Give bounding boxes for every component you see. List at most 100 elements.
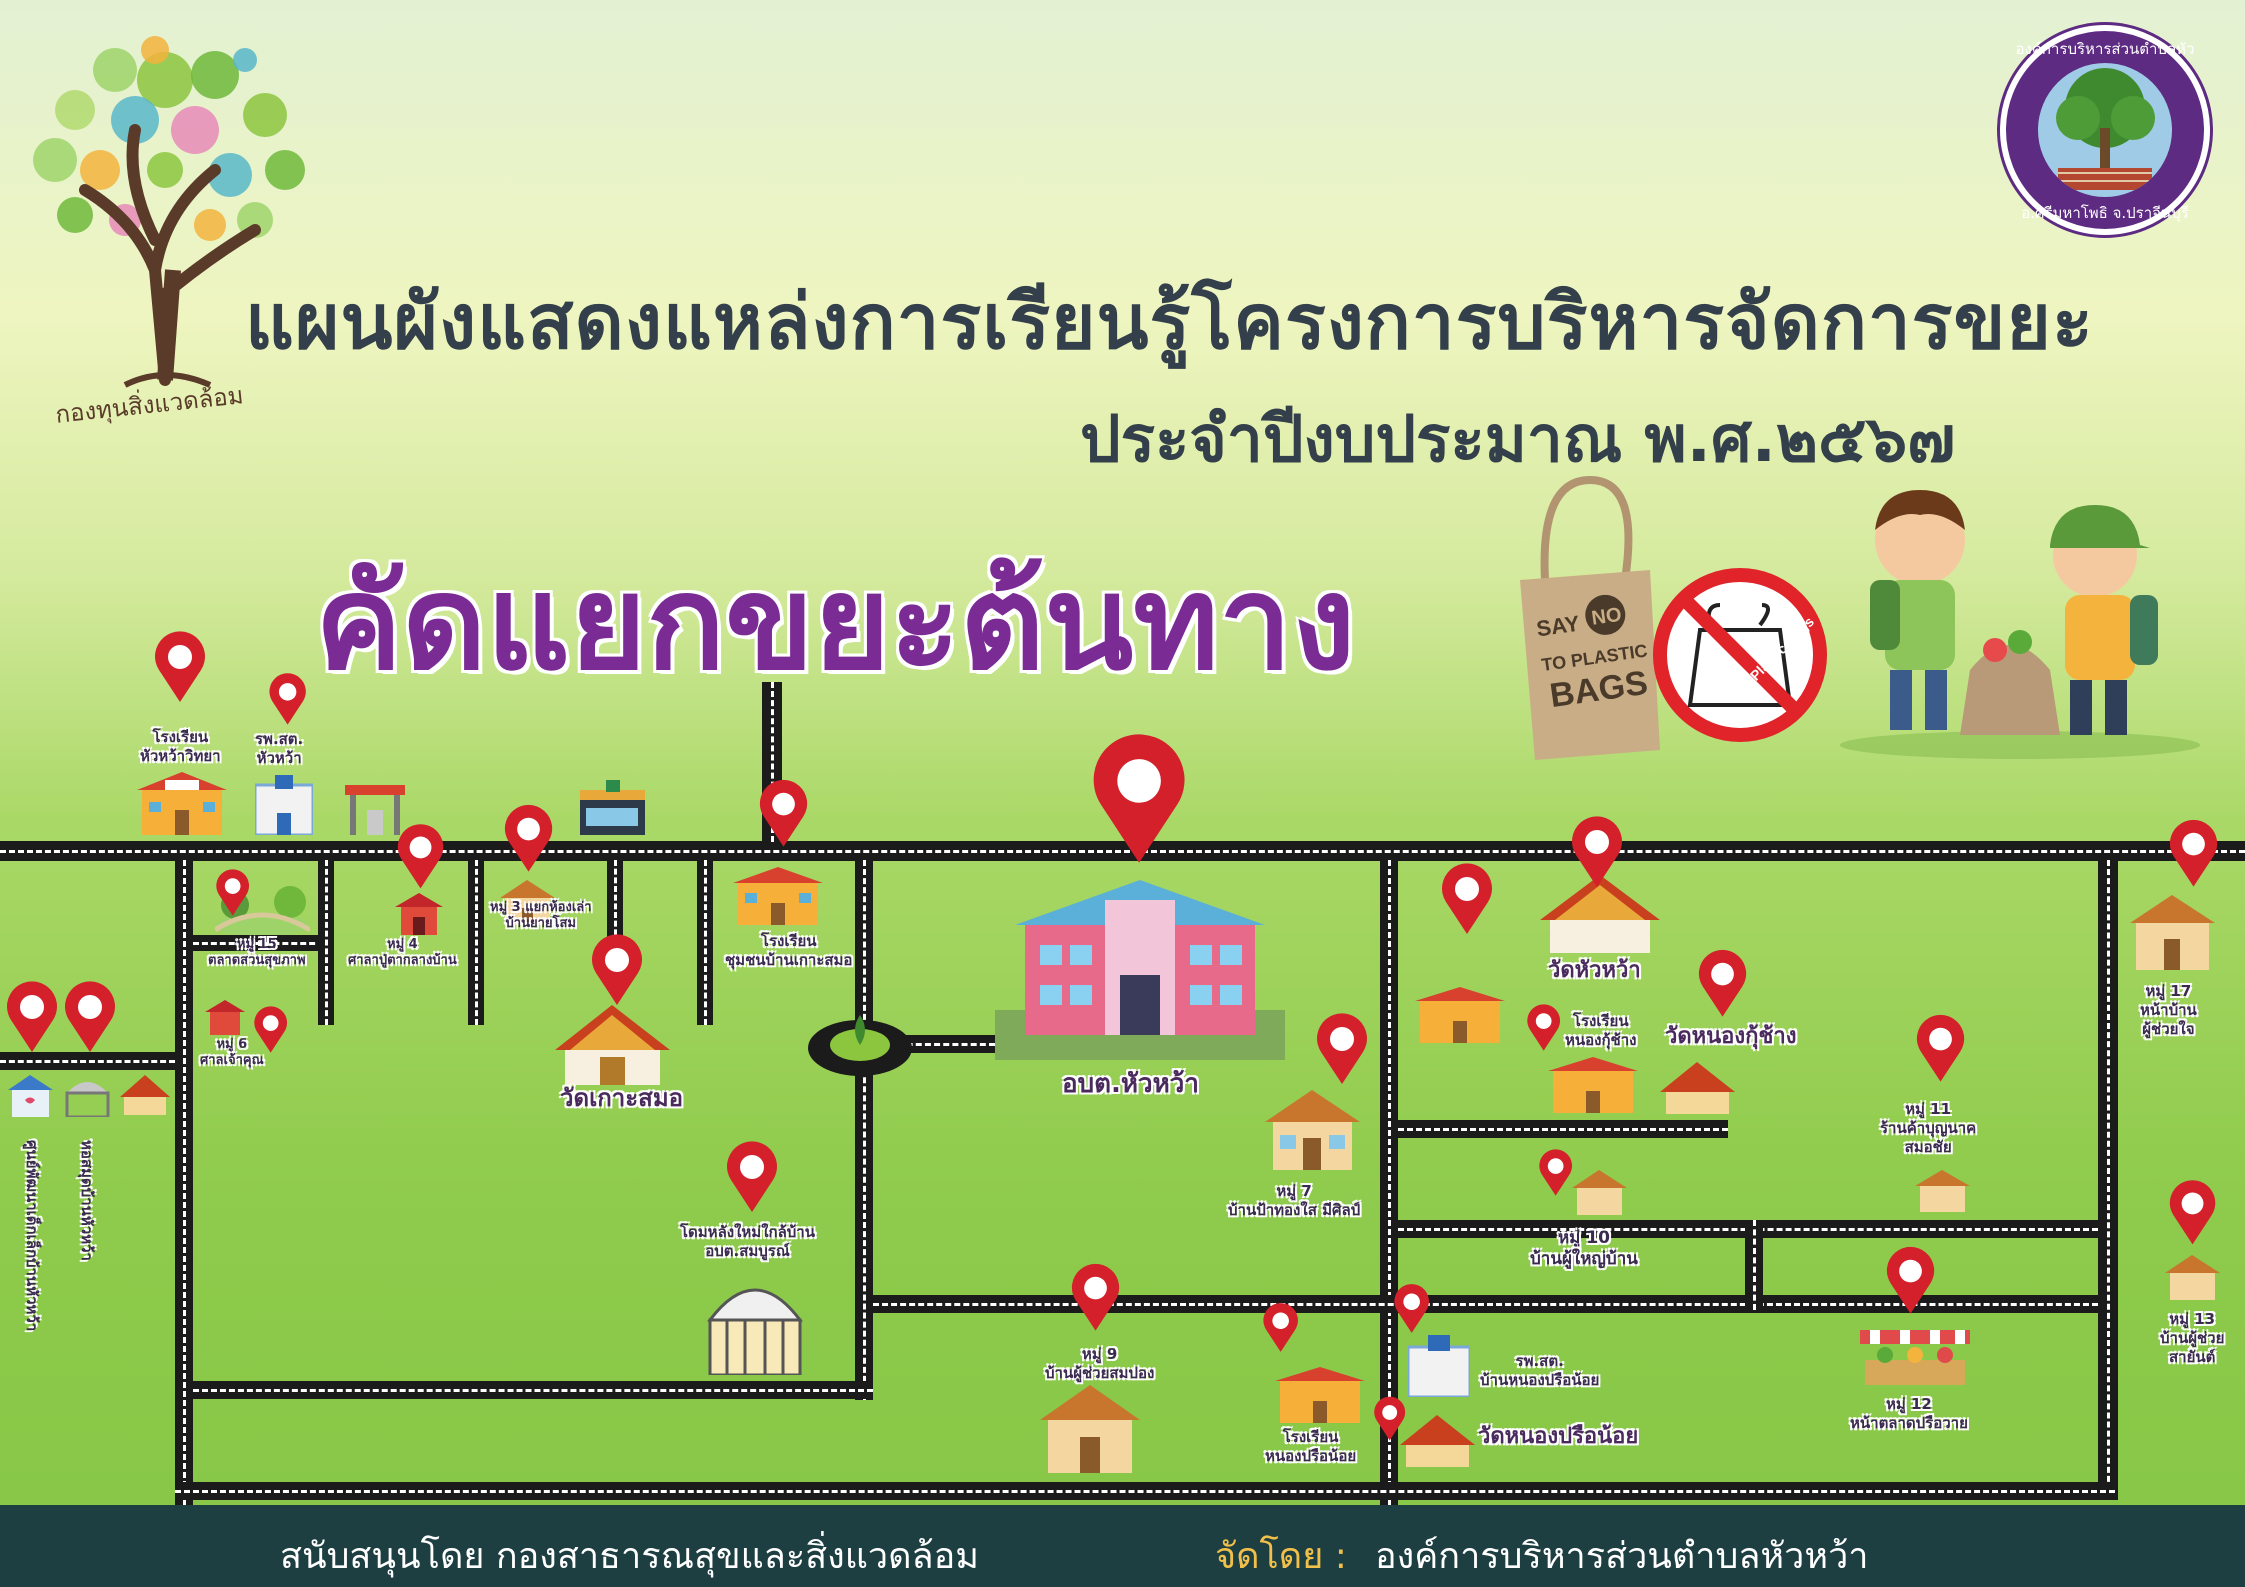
map-pin-icon[interactable]: [1315, 1012, 1370, 1087]
label-dome-home: โดมหลังใหม่ใกล้บ้าน อบต.สมบูรณ์: [680, 1223, 815, 1260]
house-moo11-icon: [1915, 1170, 1970, 1212]
dome-building-icon: [705, 1270, 805, 1377]
footer-supported-by: สนับสนุนโดย กองสาธารณสุขและสิ่งแวดล้อม: [280, 1536, 979, 1577]
bottom-road: [175, 1482, 2115, 1500]
school-building-icon: [137, 770, 227, 835]
page-subtitle: ประจำปีงบประมาณ พ.ศ.๒๕๖๗: [1080, 403, 1956, 477]
market-lane: [193, 935, 333, 951]
house-moo7-icon: [1265, 1090, 1360, 1170]
seal-tree-icon: [2038, 63, 2172, 197]
label-hospital-nongprue: รพ.สต. บ้านหนองปรือน้อย: [1480, 1352, 1600, 1389]
label-moo11: หมู่ 11 ร้านค้าบุญนาค สมอชัย: [1880, 1100, 1977, 1156]
campaign-headline: คัดแยกขยะต้นทาง: [315, 547, 1356, 699]
map-pin-icon[interactable]: [503, 803, 555, 875]
temple-nongprue-icon: [1400, 1415, 1475, 1467]
temple-kosamo-icon: [555, 1005, 670, 1085]
map-pin-icon[interactable]: [1070, 1262, 1122, 1334]
map-pin-icon[interactable]: [2168, 818, 2220, 890]
map-pin-icon[interactable]: [2168, 1178, 2218, 1248]
center-vertical-road: [855, 860, 873, 1400]
school-kosamo-icon: [733, 865, 823, 925]
moo10-link: [1745, 1220, 1763, 1310]
map-pin-icon[interactable]: [725, 1140, 780, 1215]
house-moo17-icon: [2130, 895, 2215, 970]
map-pin-icon[interactable]: [253, 1005, 289, 1055]
obt-office-photo: [995, 870, 1285, 1060]
map-pin-icon[interactable]: [1262, 1302, 1300, 1354]
bag-text-line1: SAY: [1535, 611, 1582, 642]
gazebo-icon: [65, 1073, 110, 1119]
temple-small-icon: [120, 1075, 170, 1115]
main-road: [0, 841, 2245, 861]
house-moo10-icon: [1572, 1170, 1627, 1215]
map-pin-icon[interactable]: [63, 980, 118, 1055]
house-moo3-icon: [500, 880, 555, 925]
label-moo17: หมู่ 17 หน้าบ้าน ผู้ช่วยใจ: [2140, 982, 2197, 1038]
hospital-building-icon: [253, 775, 315, 837]
label-wat-kosamo: วัดเกาะสมอ: [560, 1084, 684, 1112]
roundabout: [805, 1010, 915, 1080]
central-cross-road: [873, 1295, 2098, 1313]
temple-nongkuchang-icon: [1660, 1062, 1735, 1114]
map-pin-icon[interactable]: [153, 630, 208, 705]
map-pin-icon[interactable]: [268, 672, 308, 727]
convenience-store-icon: [580, 780, 645, 835]
label-moo7: หมู่ 7 บ้านป้าทองใส มีศิลป์: [1228, 1182, 1361, 1219]
far-east-road: [2098, 860, 2118, 1500]
label-school-kosamo: โรงเรียน ชุมชนบ้านเกาะสมอ: [725, 932, 853, 969]
footer-organized-label: จัดโดย :: [1215, 1536, 1347, 1577]
label-obt-office: อบต.หัวหว้า: [1062, 1069, 1199, 1099]
label-wat-nongprue: วัดหนองปรือน้อย: [1478, 1424, 1639, 1449]
label-moo15: หมู่ 15 ตลาดสวนสุขภาพ: [208, 937, 306, 969]
map-pin-icon[interactable]: [1538, 1148, 1574, 1198]
map-pin-icon[interactable]: [758, 778, 810, 850]
map-pin-icon[interactable]: [1915, 1013, 1967, 1085]
footer-organized-by: องค์การบริหารส่วนตำบลหัวหว้า: [1375, 1536, 1869, 1577]
label-moo12: หมู่ 12 หน้าตลาดปรือวาย: [1850, 1395, 1968, 1432]
environment-fund-logo: [15, 20, 325, 400]
map-pin-icon[interactable]: [1570, 815, 1625, 890]
footer-bar: [0, 1505, 2245, 1587]
east-vertical-road: [1380, 860, 1398, 1505]
house-moo13-icon: [2165, 1255, 2220, 1300]
label-moo9: หมู่ 9 บ้านผู้ช่วยสมปอง: [1045, 1345, 1155, 1382]
label-moo6: หมู่ 6 ศาลเจ้าคุณ: [200, 1037, 264, 1069]
map-pin-icon[interactable]: [1373, 1395, 1407, 1443]
page-title: แผนผังแสดงแหล่งการเรียนรู้โครงการบริหารจ…: [245, 277, 2094, 366]
lower-road: [193, 1381, 873, 1399]
market-moo12-icon: [1855, 1320, 1975, 1390]
nong-kuchang-road: [1398, 1120, 1728, 1138]
map-pin-icon[interactable]: [396, 822, 446, 892]
school-lane: [697, 860, 713, 1025]
child-center-icon: [8, 1075, 53, 1117]
map-pin-icon[interactable]: [590, 933, 645, 1008]
obt-seal: องค์การบริหารส่วนตำบลหัวหว้า อ.ศรีมหาโพธ…: [2000, 25, 2210, 235]
label-moo13: หมู่ 13 บ้านผู้ช่วย สายันต์: [2160, 1310, 2225, 1366]
label-learning-center: หอสมุดบ้านหัวหว้า: [78, 1140, 96, 1261]
school-nernmaluk-icon: [1415, 985, 1505, 1043]
no-plastic-bag-sign-icon: No Plastic Bags: [1650, 565, 1830, 745]
map-pin-icon[interactable]: [1885, 1245, 1937, 1317]
svg-text:NO: NO: [1590, 604, 1623, 630]
map-pin-icon[interactable]: [1393, 1283, 1431, 1335]
map-pin-icon[interactable]: [1440, 862, 1495, 937]
school-nongprue-icon: [1275, 1365, 1365, 1423]
label-school-nongprue: โรงเรียน หนองปรือน้อย: [1265, 1428, 1357, 1465]
gas-station-icon: [345, 785, 405, 835]
shrine-icon: [395, 893, 443, 935]
label-school-nongkuchang: โรงเรียน หนองกุ้ช้าง: [1565, 1012, 1637, 1049]
moo15-lane: [318, 860, 334, 1025]
shrine-moo6-icon: [205, 1000, 245, 1035]
label-hospital-huawa: รพ.สต. หัวหว้า: [255, 730, 304, 767]
obt-main-pin-icon[interactable]: [1090, 730, 1190, 870]
house-moo9-icon: [1040, 1385, 1140, 1473]
map-pin-icon[interactable]: [1697, 948, 1749, 1020]
west-road: [0, 1052, 175, 1070]
temple-huawa-icon: [1540, 875, 1660, 953]
label-school-huathai: โรงเรียน หัวหว้าวิทยา: [140, 728, 221, 765]
map-pin-icon[interactable]: [215, 868, 251, 918]
map-pin-icon[interactable]: [1526, 1003, 1562, 1053]
west-vertical-road: [175, 860, 193, 1505]
map-pin-icon[interactable]: [5, 980, 60, 1055]
tree-icon: [33, 36, 305, 388]
